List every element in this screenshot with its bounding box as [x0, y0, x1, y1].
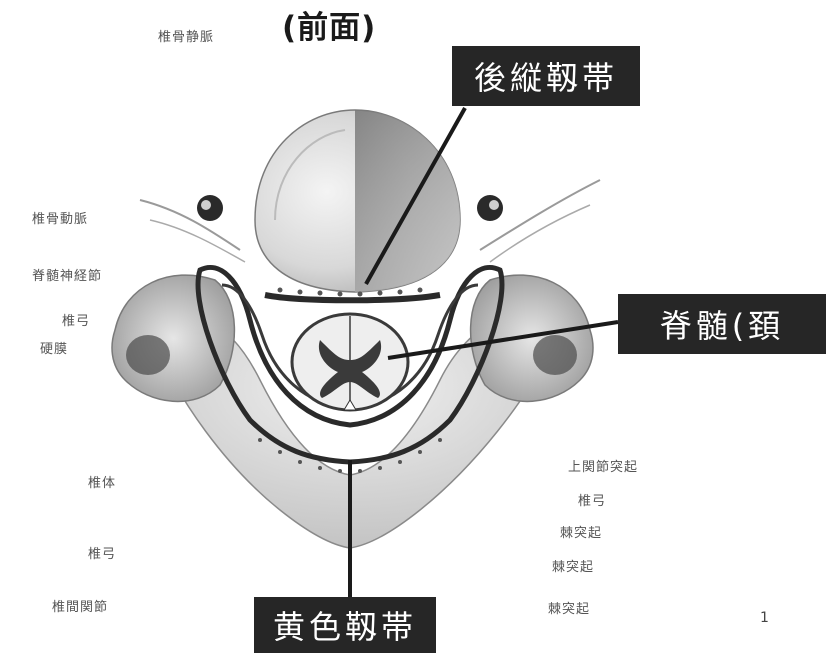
label-left-1: 椎骨動脈: [32, 208, 88, 227]
label-left-6: 椎弓: [88, 543, 116, 562]
label-left-4: 硬膜: [40, 338, 68, 357]
label-right-2: 椎弓: [578, 490, 606, 509]
posterior-ligament-band: [265, 295, 440, 300]
callout-posterior-ligament: 後縦靱帯: [452, 46, 640, 106]
label-left-3: 椎弓: [62, 310, 90, 329]
callout-ligamentum-flavum: 黄色靱帯: [254, 597, 436, 653]
label-top-left: 椎骨静脈: [158, 26, 214, 45]
label-right-3: 棘突起: [560, 522, 602, 541]
label-left-5: 椎体: [88, 472, 116, 491]
transverse-process-left: [112, 275, 234, 401]
label-right-1: 上関節突起: [568, 456, 638, 475]
label-right-4: 棘突起: [552, 556, 594, 575]
vertebral-body-cut-half: [355, 110, 460, 292]
label-left-7: 椎間関節: [52, 596, 108, 615]
label-right-5: 棘突起: [548, 598, 590, 617]
label-left-2: 脊髄神経節: [32, 265, 102, 284]
page-mark: 1: [760, 610, 769, 626]
page-title: (前面): [282, 2, 376, 47]
callout-spinal-cord: 脊髄(頚: [618, 294, 826, 354]
